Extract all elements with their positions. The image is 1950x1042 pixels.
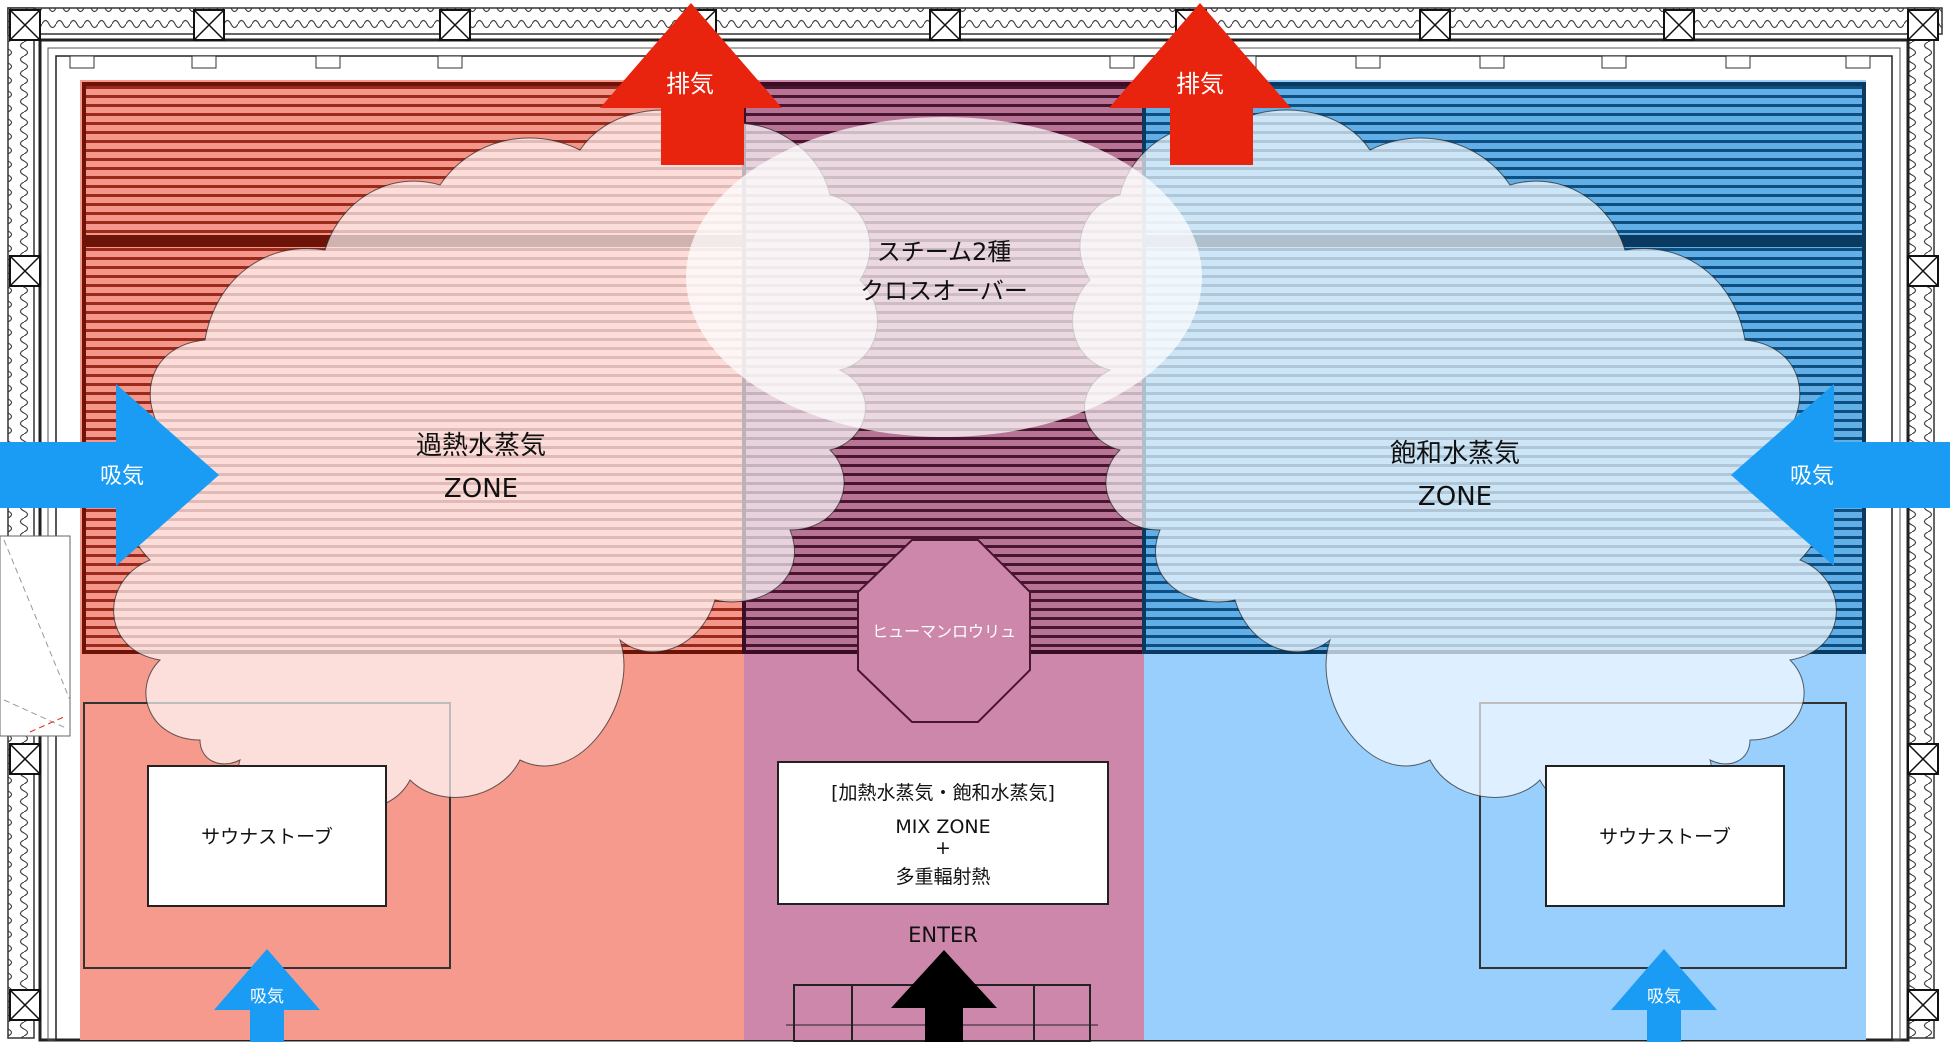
intake-arrow-bottom-left [214, 949, 320, 1042]
superheated-zone-suffix: ZONE [444, 474, 518, 504]
exhaust-arrow-right [1109, 3, 1291, 165]
right-stove-label: サウナストーブ [1599, 825, 1731, 848]
human-loyly-label: ヒューマンロウリュ [872, 622, 1016, 641]
crossover-title-line2: クロスオーバー [860, 277, 1028, 305]
intake-label-bottom-left: 吸気 [250, 987, 284, 1007]
mix-zone-line4: 多重輻射熱 [895, 866, 990, 888]
exhaust-label-left: 排気 [666, 70, 714, 98]
intake-arrow-bottom-right [1611, 949, 1717, 1042]
mix-zone-line1: [加熱水蒸気・飽和水蒸気] [831, 782, 1055, 804]
saturated-zone-name: 飽和水蒸気 [1390, 439, 1520, 469]
enter-arrow [891, 950, 997, 1042]
saturated-zone-suffix: ZONE [1418, 482, 1492, 512]
intake-label-right: 吸気 [1790, 464, 1834, 489]
enter-label: ENTER [908, 923, 978, 947]
human-loyly-octagon [857, 539, 1031, 723]
superheated-zone-name: 過熱水蒸気 [416, 431, 546, 461]
crossover-title-line1: スチーム2種 [877, 238, 1012, 266]
crossover-ellipse [686, 117, 1202, 437]
intake-label-bottom-right: 吸気 [1647, 987, 1681, 1007]
exhaust-label-right: 排気 [1176, 70, 1224, 98]
mix-zone-box [777, 761, 1109, 905]
intake-arrow-right [1731, 384, 1950, 566]
mix-zone-line2: MIX ZONE [895, 816, 990, 838]
intake-label-left: 吸気 [100, 464, 144, 489]
exhaust-arrow-left [600, 3, 782, 165]
right-sauna-stove [1545, 765, 1785, 907]
left-stove-label: サウナストーブ [201, 825, 333, 848]
mix-zone-line3: + [935, 837, 951, 859]
intake-arrow-left [0, 384, 219, 566]
left-sauna-stove [147, 765, 387, 907]
